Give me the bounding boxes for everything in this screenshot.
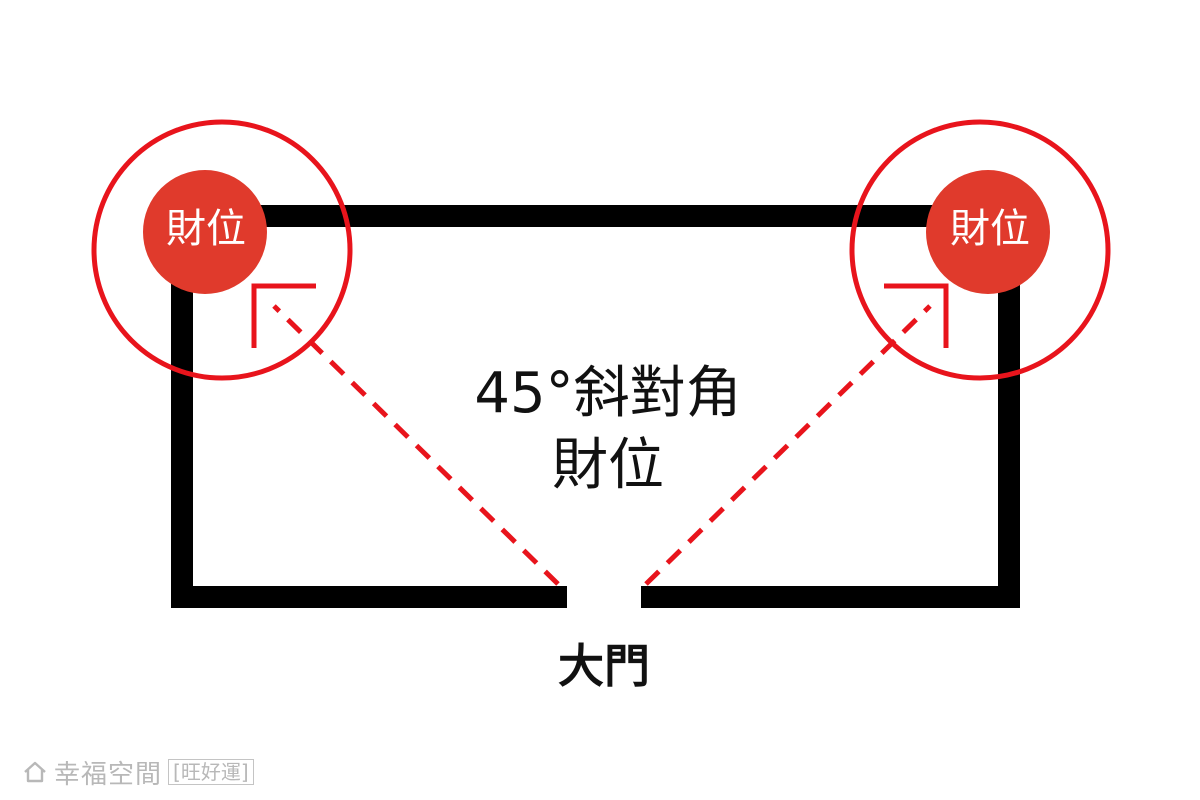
arrow-head-right-icon [884,283,949,348]
watermark-brand: 幸福空間 [54,759,163,790]
wealth-label-left: 財位 [166,206,246,252]
wealth-dot-left [143,170,267,294]
wealth-label-right: 財位 [950,206,1030,252]
watermark-tag: [旺好運] [168,759,254,785]
center-label-line1: 45°斜對角 [474,361,741,426]
highlight-ring-right [849,119,1111,381]
dashed-diagonal-right [644,304,932,586]
door-label: 大門 [558,639,650,693]
arrow-head-left-icon [251,283,316,348]
house-icon [24,761,46,783]
highlight-ring-left [91,119,353,381]
dashed-diagonal-left [272,304,560,586]
center-label-line2: 財位 [552,433,664,498]
wealth-dot-right [926,170,1050,294]
room-walls [171,205,1020,608]
watermark: 幸福空間 [旺好運] [22,756,254,790]
